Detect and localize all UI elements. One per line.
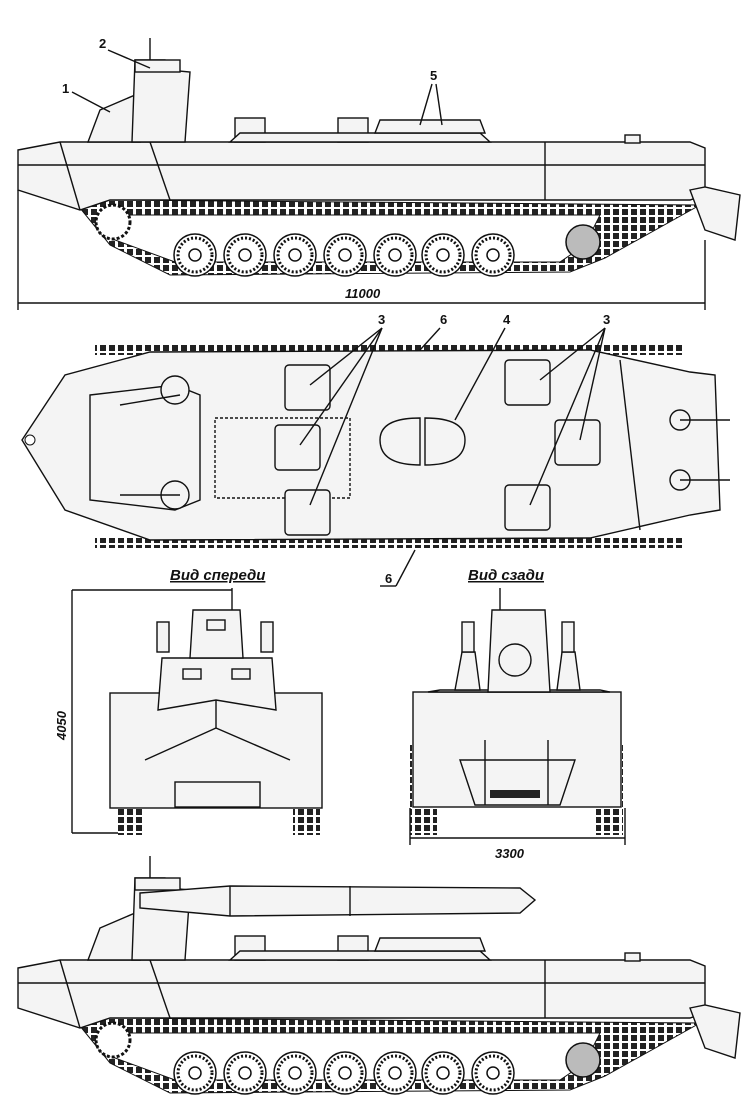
side-view-top: 11000 1 2 5 [18,36,740,310]
rear-view-title: Вид сзади [468,567,544,584]
callout-3-right: 3 [603,312,610,327]
callout-2: 2 [99,36,106,51]
length-dimension: 11000 [345,286,381,301]
callout-3-left: 3 [378,312,385,327]
callout-6-bottom: 6 [385,571,392,586]
side-view-bottom [18,856,740,1094]
rear-view: Вид сзади 3300 [409,567,626,861]
front-view: Вид спереди 4050 [54,567,323,835]
top-view: 3 6 4 3 6 [21,312,730,587]
callout-4: 4 [503,312,511,327]
front-view-title: Вид спереди [170,567,265,584]
callout-5: 5 [430,68,437,83]
height-dimension: 4050 [54,710,69,741]
callout-6-top: 6 [440,312,447,327]
width-dimension: 3300 [495,846,525,861]
callout-1: 1 [62,81,69,96]
